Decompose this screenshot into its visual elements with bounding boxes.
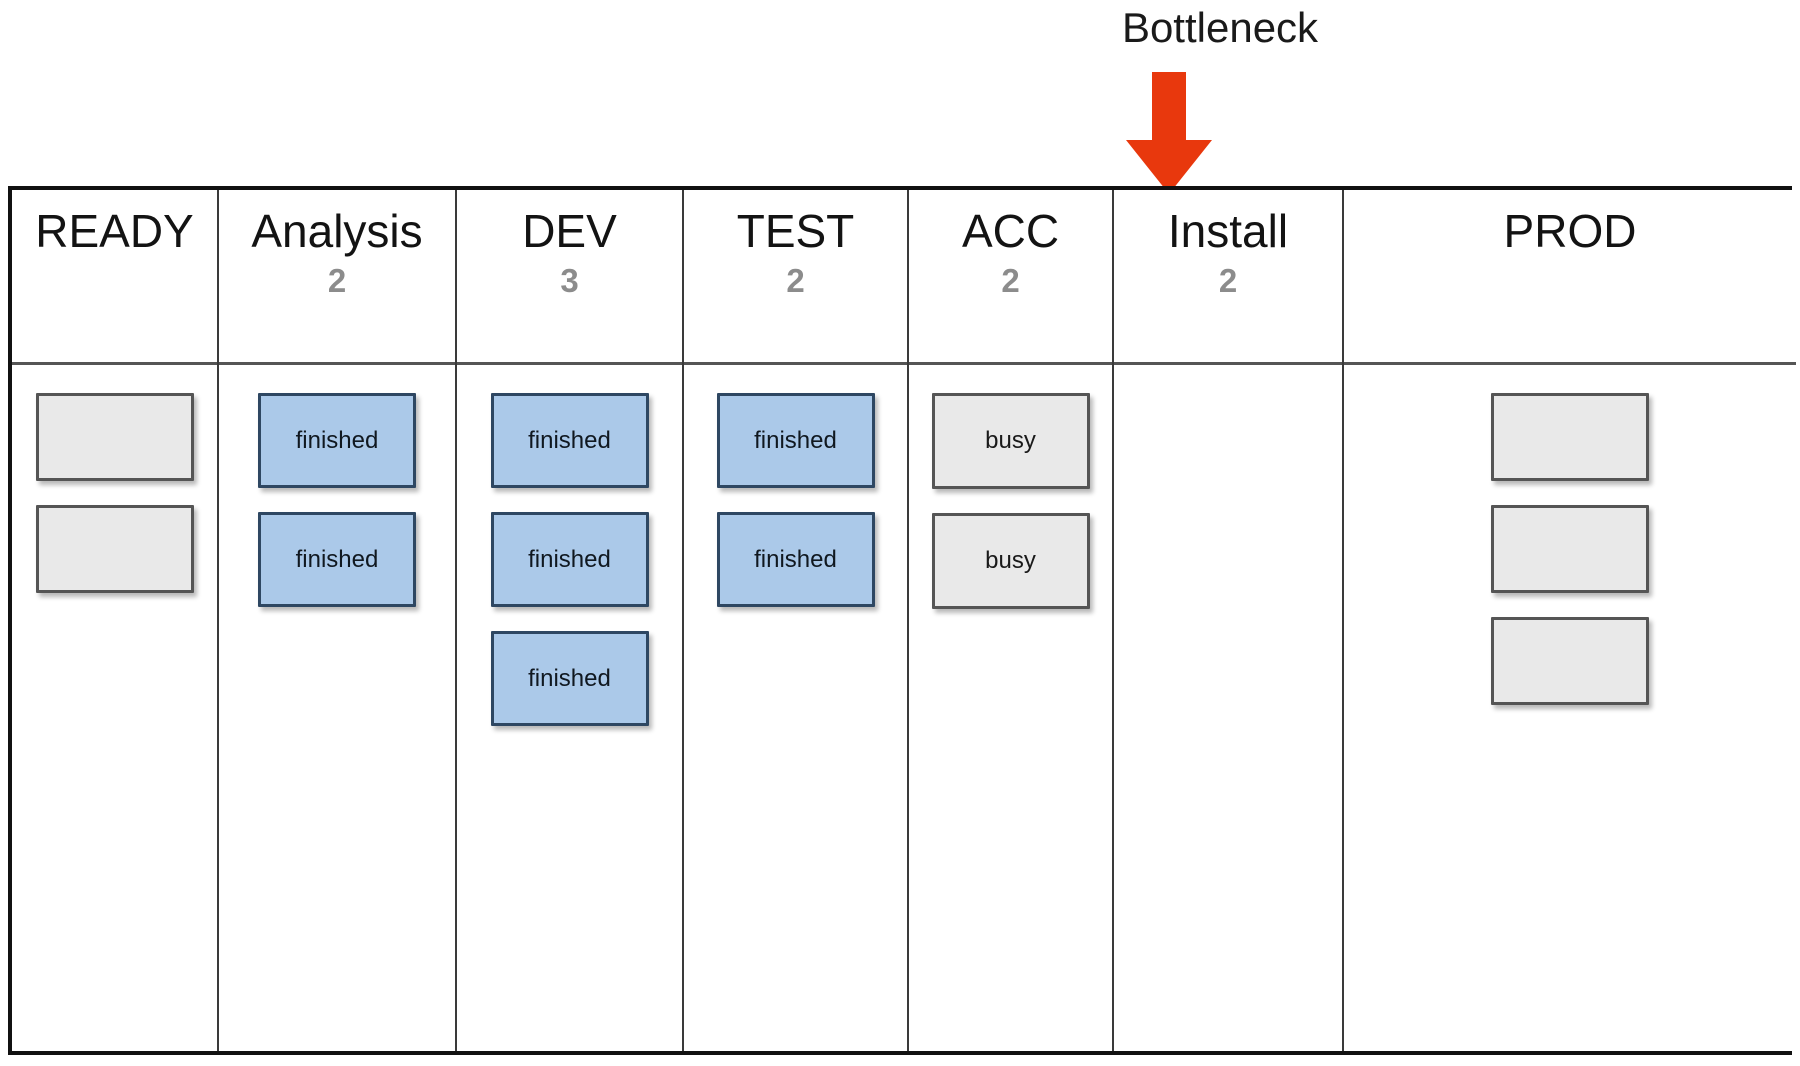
card-analysis-1[interactable]: finished: [258, 393, 416, 488]
column-body-test: finished finished: [684, 365, 907, 1051]
column-title-prod: PROD: [1503, 205, 1637, 257]
column-body-analysis: finished finished: [219, 365, 455, 1051]
card-analysis-2[interactable]: finished: [258, 512, 416, 607]
column-title-acc: ACC: [961, 205, 1060, 257]
column-title-ready: READY: [35, 205, 194, 257]
card-label: busy: [985, 427, 1036, 454]
column-body-acc: busy busy: [909, 365, 1112, 1051]
column-header-install: Install 2: [1114, 190, 1342, 365]
card-label: finished: [295, 545, 379, 573]
card-label: finished: [528, 426, 611, 454]
column-wip-limit-acc: 2: [1001, 261, 1020, 299]
column-dev[interactable]: DEV 3 finished finished finished: [457, 190, 684, 1051]
column-title-dev: DEV: [522, 205, 617, 257]
column-header-test: TEST 2: [684, 190, 907, 365]
card-ready-1[interactable]: [35, 393, 194, 481]
column-wip-limit-analysis: 2: [327, 261, 347, 299]
column-analysis[interactable]: Analysis 2 finished finished: [219, 190, 457, 1051]
column-wip-limit-test: 2: [786, 261, 805, 299]
column-header-dev: DEV 3: [457, 190, 682, 365]
column-header-prod: PROD: [1344, 190, 1796, 365]
column-header-analysis: Analysis 2: [219, 190, 455, 365]
card-label: finished: [528, 545, 611, 573]
column-body-install: [1114, 365, 1342, 1051]
card-prod-2[interactable]: [1491, 505, 1649, 593]
card-prod-3[interactable]: [1491, 617, 1649, 705]
card-label: busy: [985, 547, 1036, 574]
column-title-analysis: Analysis: [251, 205, 423, 257]
column-header-acc: ACC 2: [909, 190, 1112, 365]
card-acc-1[interactable]: busy: [931, 393, 1090, 489]
column-test[interactable]: TEST 2 finished finished: [684, 190, 909, 1051]
bottleneck-annotation: Bottleneck: [1010, 4, 1430, 52]
column-install[interactable]: Install 2: [1114, 190, 1344, 1051]
card-acc-2[interactable]: busy: [931, 513, 1090, 609]
bottleneck-label: Bottleneck: [1121, 4, 1319, 51]
card-ready-2[interactable]: [35, 505, 194, 593]
column-body-ready: [12, 365, 217, 1051]
column-body-dev: finished finished finished: [457, 365, 682, 1051]
card-test-2[interactable]: finished: [716, 512, 875, 607]
card-dev-3[interactable]: finished: [490, 631, 649, 726]
column-wip-limit-install: 2: [1218, 261, 1238, 299]
board: READY Analysis 2 finished finished DEV 3 finish…: [8, 186, 1796, 1055]
card-label: finished: [295, 426, 379, 454]
column-header-ready: READY: [12, 190, 217, 365]
column-acc[interactable]: ACC 2 busy busy: [909, 190, 1114, 1051]
bottleneck-arrow: [1124, 72, 1214, 196]
column-body-prod: [1344, 365, 1796, 1051]
column-ready[interactable]: READY: [12, 190, 219, 1051]
card-dev-1[interactable]: finished: [490, 393, 649, 488]
card-label: finished: [528, 664, 611, 692]
card-prod-1[interactable]: [1491, 393, 1649, 481]
column-wip-limit-dev: 3: [560, 261, 579, 299]
column-title-test: TEST: [736, 205, 855, 257]
column-prod[interactable]: PROD: [1344, 190, 1796, 1051]
column-title-install: Install: [1167, 205, 1289, 257]
card-dev-2[interactable]: finished: [490, 512, 649, 607]
card-label: finished: [754, 545, 837, 573]
down-arrow-icon: [1126, 72, 1212, 194]
card-test-1[interactable]: finished: [716, 393, 875, 488]
card-label: finished: [754, 426, 837, 454]
